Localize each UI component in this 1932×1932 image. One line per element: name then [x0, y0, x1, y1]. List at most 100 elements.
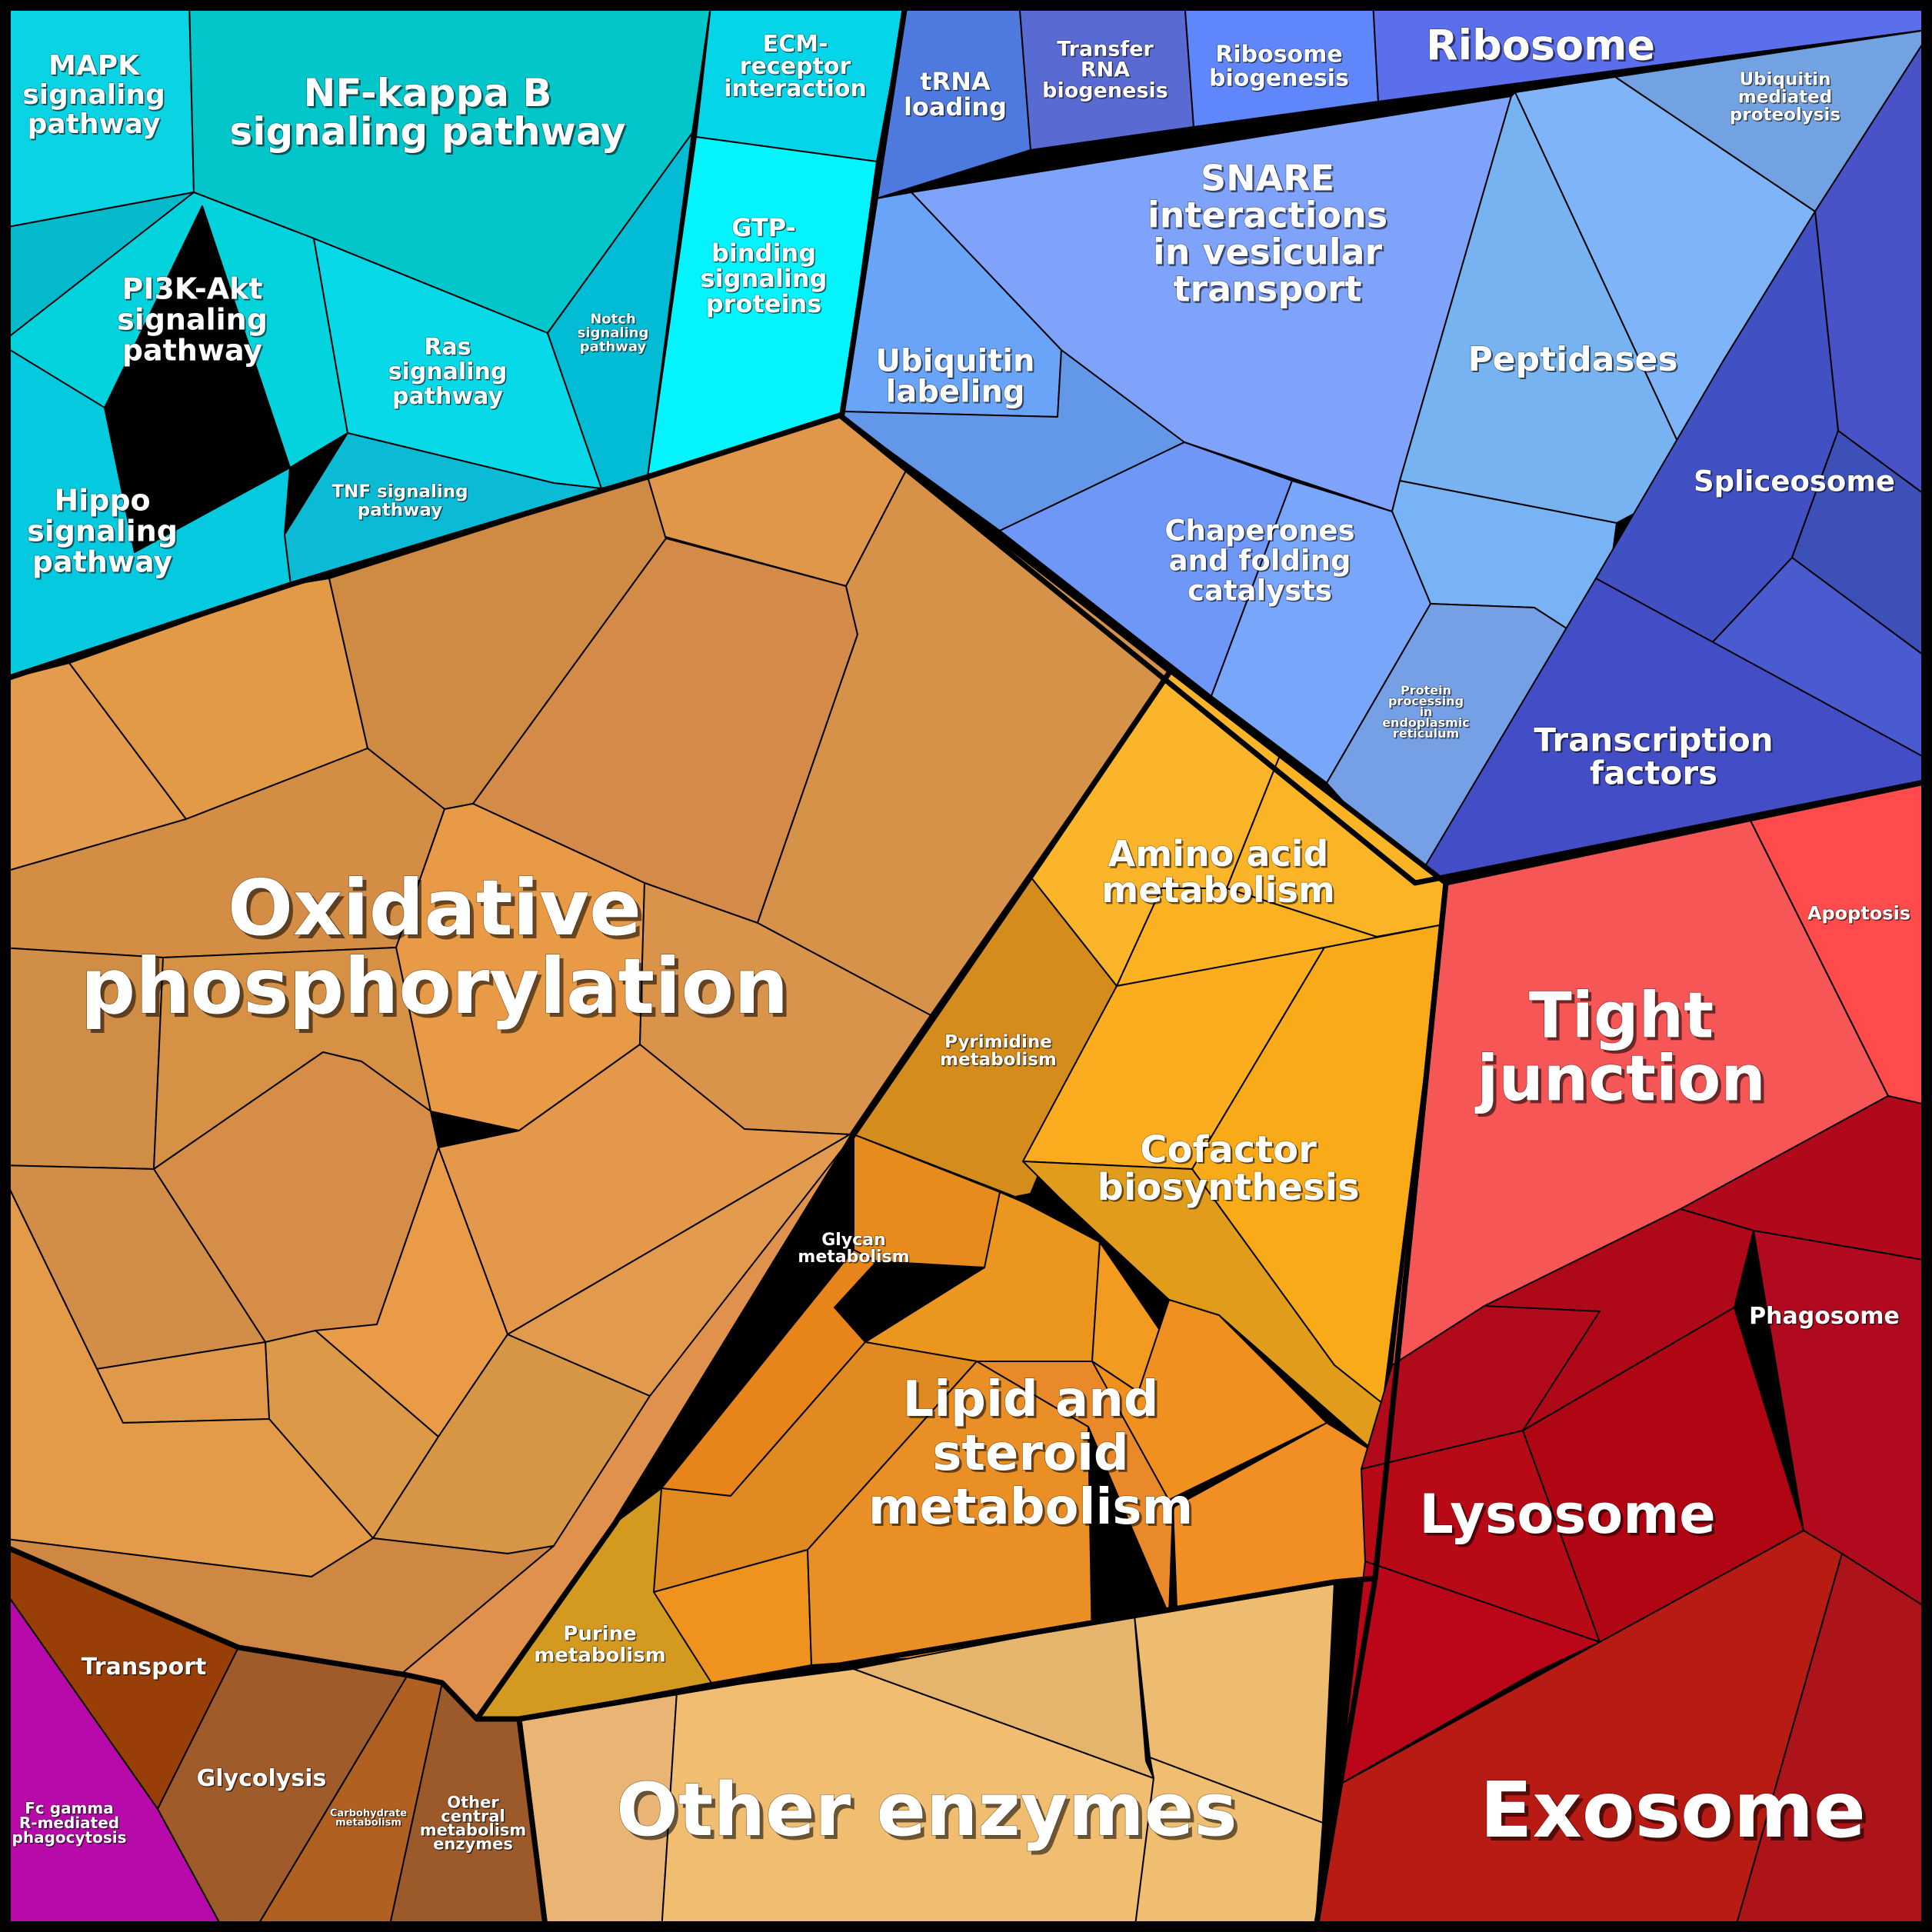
- label-line: signaling: [24, 81, 167, 112]
- label-line: enzymes: [435, 1836, 515, 1854]
- label-line: TNF signaling: [331, 481, 468, 501]
- label-line: metabolism: [871, 1481, 1195, 1538]
- label-line: Chaperones: [1164, 514, 1354, 547]
- label-line: tRNA: [921, 68, 992, 98]
- label-line: endoplasmic: [1382, 715, 1470, 730]
- label-line: metabolism: [1104, 871, 1337, 912]
- label-line: junction: [1477, 1046, 1769, 1119]
- label-line: R-mediated: [20, 1815, 120, 1834]
- label-line: Amino acid: [1110, 834, 1331, 876]
- label-line: Purine: [563, 1622, 636, 1645]
- label-line: SNARE: [1201, 158, 1334, 199]
- svg-text:Apoptosis: Apoptosis: [1807, 903, 1910, 924]
- cell-other-enzymes-cell-5[interactable]: Other enzymes cell 5: [1134, 1757, 1324, 1932]
- label-line: biogenesis: [1211, 66, 1351, 93]
- label-line: pathway: [32, 545, 173, 579]
- label-line: Ubiquitin: [876, 343, 1035, 378]
- label-line: Ubiquitin: [1740, 71, 1832, 91]
- label-line: signaling: [118, 305, 269, 338]
- cell-lysosome-cell[interactable]: Lysosome cell: [1361, 1305, 1601, 1470]
- label-line: binding: [711, 238, 816, 268]
- label-line: pathway: [28, 110, 162, 142]
- label-line: labeling: [888, 375, 1027, 411]
- label-line: Ras: [424, 334, 471, 361]
- cell-transcription-factors[interactable]: Transcription factors: [1414, 578, 1932, 884]
- cell-phagosome[interactable]: Phagosome: [1753, 1230, 1932, 1612]
- label-line: signaling: [578, 326, 650, 342]
- label-line: in: [1420, 705, 1433, 719]
- label-line: Lipid and: [902, 1371, 1158, 1428]
- cell-lipid-and-steroid-metabolism-cell-7[interactable]: Lipid and steroid metabolism cell 7: [1091, 1299, 1327, 1508]
- cell-exosome-right[interactable]: Exosome right: [1734, 1553, 1932, 1932]
- label-line: signaling pathway: [232, 112, 628, 156]
- label-line: metabolism: [940, 1050, 1057, 1070]
- label-line: mediated: [1739, 88, 1834, 108]
- cell-fc-gamma-r-mediated-phagocytosis[interactable]: Fc gamma R-mediated phagocytosis: [0, 1584, 225, 1932]
- label-line: MAPK: [50, 52, 142, 83]
- cell-spliceosome-lower[interactable]: Spliceosome (lower): [1708, 557, 1932, 762]
- label-line: signaling: [22, 79, 165, 111]
- svg-text:Transport: Transport: [82, 1654, 208, 1681]
- label-line: processing: [1388, 694, 1464, 708]
- label-line: and folding: [1169, 544, 1351, 577]
- svg-text:Phagosome: Phagosome: [1749, 1303, 1900, 1330]
- label-line: in vesicular: [1153, 232, 1383, 273]
- label-line: biosynthesis: [1097, 1166, 1359, 1209]
- label-line: Other enzymes: [616, 1768, 1237, 1853]
- svg-text:Spliceosome: Spliceosome: [1694, 465, 1895, 498]
- label-line: Tight: [1532, 983, 1717, 1056]
- label-line: enzymes: [433, 1835, 513, 1854]
- label-line: Ribosome: [1215, 41, 1343, 68]
- label-line: Ubiquitin: [878, 345, 1037, 380]
- label-line: receptor: [741, 54, 852, 81]
- label-line: Amino acid: [1108, 833, 1329, 874]
- label-line: proteins: [707, 291, 822, 320]
- cell-spliceosome-right[interactable]: Spliceosome (right): [1791, 430, 1932, 662]
- label-line: catalysts: [1189, 575, 1334, 608]
- label-line: Other: [448, 1794, 501, 1813]
- label-line: biogenesis: [1209, 65, 1349, 92]
- cell-lysosome-lower[interactable]: Lysosome lower: [1339, 1561, 1601, 1785]
- label-line: Transfer: [1057, 38, 1154, 62]
- cell-ribosome[interactable]: Ribosome: [1372, 0, 1932, 102]
- label-line: junction: [1474, 1043, 1766, 1116]
- cell-lipid-and-steroid-metabolism-cell-5[interactable]: Lipid and steroid metabolism cell 5: [807, 1361, 1093, 1666]
- svg-text:Spliceosome: Spliceosome: [1695, 466, 1897, 499]
- label-line: metabolism: [335, 1817, 401, 1829]
- label-line: NF-kappa B: [303, 71, 551, 115]
- label-line: pathway: [122, 334, 263, 368]
- label-line: PI3K-Akt: [123, 274, 264, 308]
- label-line: Apoptosis: [1807, 903, 1910, 924]
- label-line: Transfer: [1058, 38, 1155, 62]
- label-line: Glycolysis: [197, 1765, 327, 1792]
- svg-text:Other enzymes: Other enzymes: [616, 1768, 1237, 1853]
- label-line: receptor: [740, 53, 851, 80]
